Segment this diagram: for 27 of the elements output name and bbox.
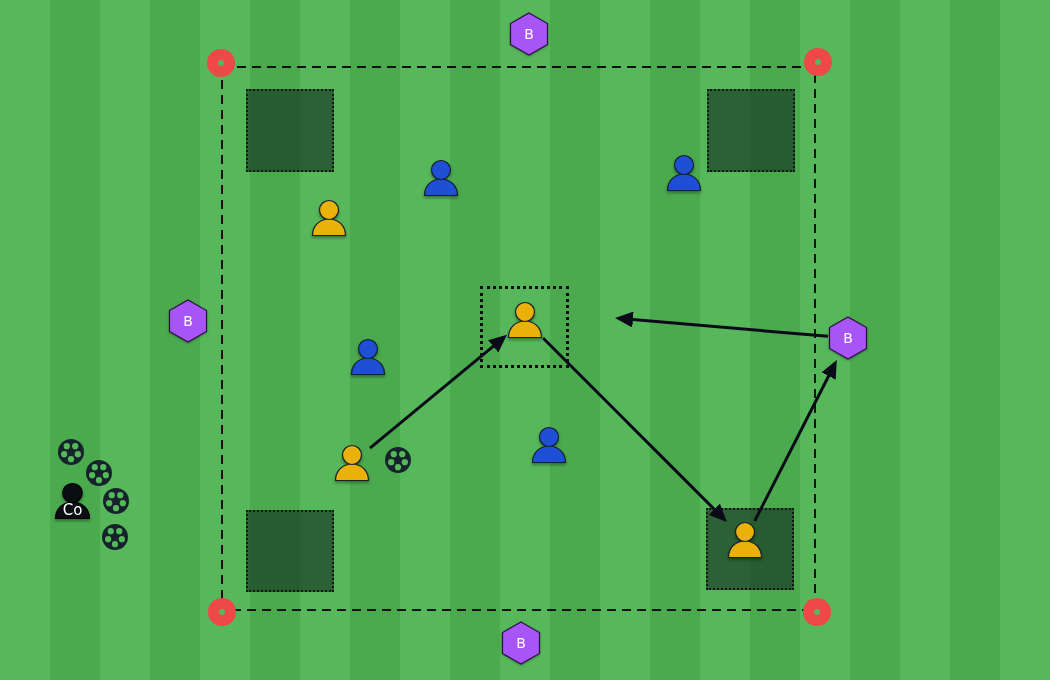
- shaded-zone: [706, 508, 794, 590]
- player-icon: [350, 338, 386, 376]
- arrow: [753, 360, 837, 522]
- player-icon: [666, 154, 702, 192]
- player-icon: [423, 159, 459, 197]
- hexagon-marker: [509, 12, 549, 56]
- player-icon: [531, 426, 567, 464]
- player-icon: [311, 199, 347, 237]
- arrow: [541, 336, 727, 522]
- node-label: B: [524, 27, 534, 41]
- node-label: B: [183, 314, 193, 328]
- player-icon: [334, 444, 370, 482]
- dotted-zone: [480, 286, 569, 368]
- player-icon: [507, 301, 543, 339]
- hexagon-marker: [168, 299, 208, 343]
- hexagon-marker: [501, 621, 541, 665]
- shaded-zone: [246, 89, 334, 172]
- arrow: [615, 311, 829, 338]
- arrow: [369, 334, 508, 450]
- node-label: B: [516, 636, 526, 650]
- player-icon: [727, 521, 763, 559]
- node-label: B: [843, 331, 853, 345]
- shaded-zone: [707, 89, 795, 172]
- node-label: Co: [62, 502, 83, 518]
- hexagon-marker: [828, 316, 868, 360]
- coach-figure: [54, 482, 91, 520]
- shaded-zone: [246, 510, 334, 592]
